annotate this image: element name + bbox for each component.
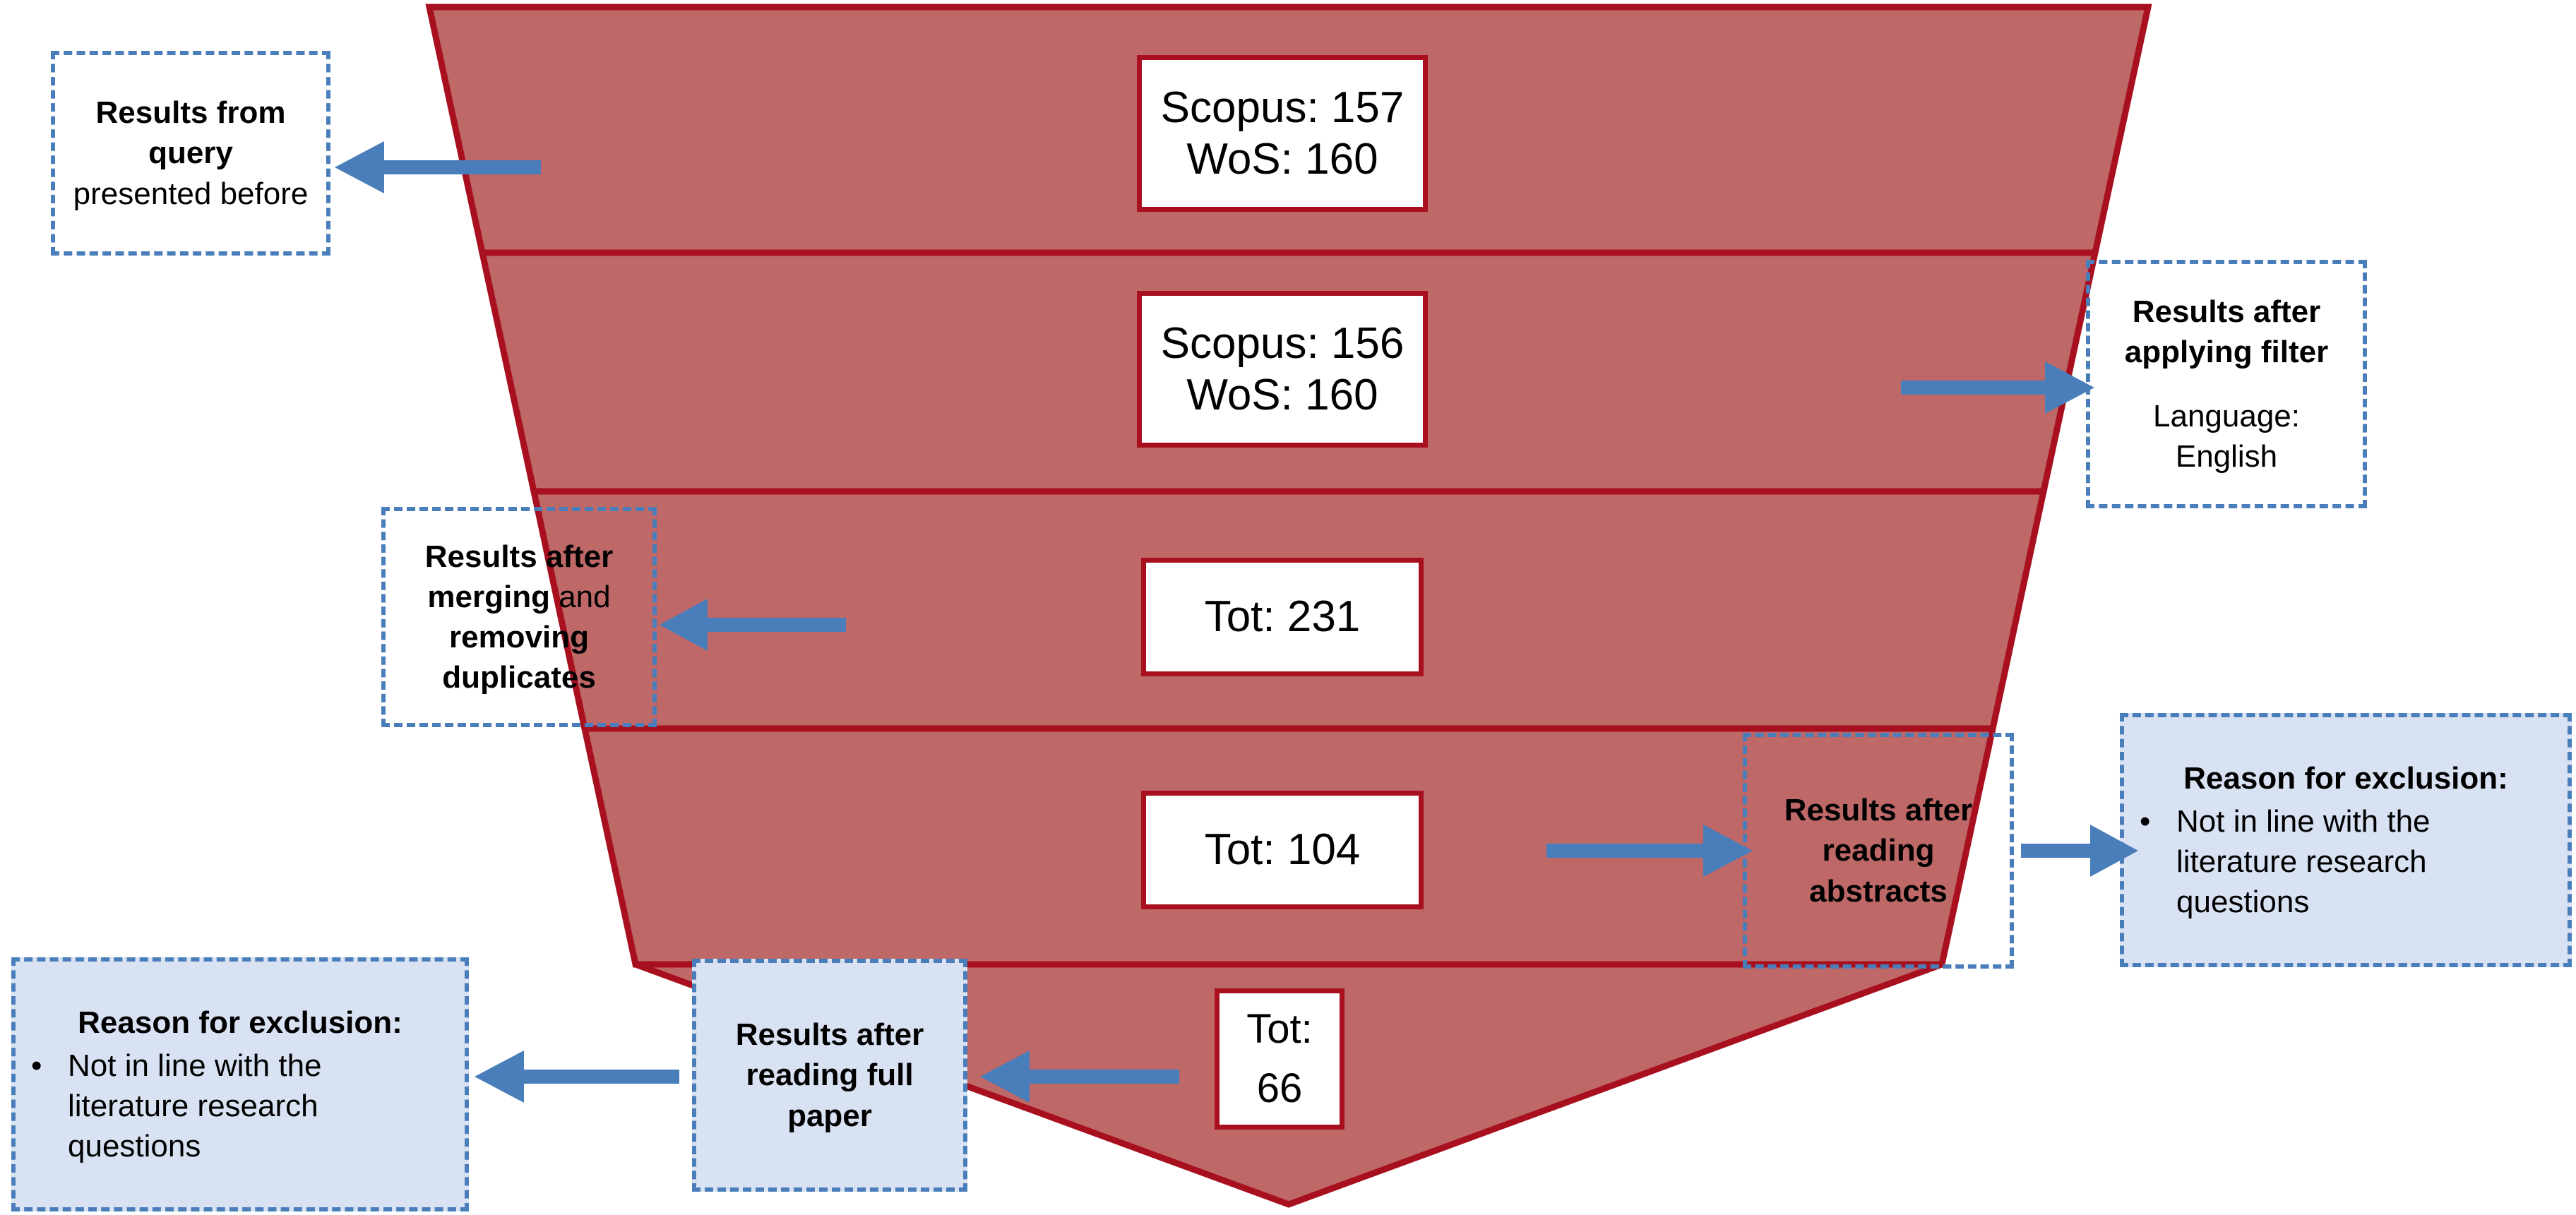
bullet-icon: • bbox=[2140, 803, 2151, 839]
funnel-count-line: WoS: 160 bbox=[1186, 135, 1378, 184]
callout-title: Results after merging and removing dupli… bbox=[397, 537, 641, 698]
reason-title: Reason for exclusion: bbox=[78, 1005, 402, 1040]
funnel-count-line: WoS: 160 bbox=[1186, 371, 1378, 419]
funnel-count-line: Scopus: 156 bbox=[1160, 318, 1405, 368]
arrow-left-icon-to-merge-callout bbox=[660, 599, 846, 651]
funnel-count-box-level-1: Scopus: 157 WoS: 160 bbox=[1137, 55, 1428, 212]
reason-list-item: • Not in line with the literature resear… bbox=[31, 1046, 449, 1167]
reason-text: Not in line with the literature research… bbox=[68, 1048, 322, 1164]
arrow-right-icon-to-reason-right-callout bbox=[2021, 825, 2138, 877]
callout-title: Results after reading full paper bbox=[735, 1017, 924, 1133]
callout-results-from-query: Results from query presented before bbox=[51, 51, 330, 256]
arrow-left-icon-to-full-paper-callout bbox=[980, 1051, 1179, 1103]
callout-reason-for-exclusion-right: Reason for exclusion: • Not in line with… bbox=[2120, 713, 2572, 967]
callout-title-part-2: removing duplicates bbox=[442, 620, 596, 695]
funnel-count-line: Scopus: 157 bbox=[1160, 83, 1405, 132]
funnel-count-line: Tot: 104 bbox=[1204, 825, 1361, 875]
callout-detail: Language: English bbox=[2153, 399, 2300, 474]
arrow-left-icon-to-query-callout bbox=[335, 141, 541, 193]
funnel-count-box-level-5: Tot: 66 bbox=[1215, 988, 1344, 1130]
funnel-count-box-level-2: Scopus: 156 WoS: 160 bbox=[1137, 291, 1428, 448]
callout-title-conjunction: and bbox=[559, 579, 611, 614]
funnel-count-box-level-3: Tot: 231 bbox=[1141, 558, 1424, 676]
funnel-count-line: 66 bbox=[1256, 1065, 1303, 1111]
callout-results-after-filter: Results after applying filter Language: … bbox=[2086, 260, 2367, 508]
arrow-left-icon-to-reason-left-callout bbox=[475, 1051, 679, 1103]
callout-title: Results from query bbox=[95, 95, 286, 171]
callout-title: Results after applying filter bbox=[2124, 294, 2329, 369]
funnel-count-line: Tot: bbox=[1246, 1005, 1313, 1052]
callout-results-after-reading-abstracts: Results after reading abstracts bbox=[1743, 733, 2014, 969]
reason-title: Reason for exclusion: bbox=[2183, 760, 2508, 796]
funnel-count-box-level-4: Tot: 104 bbox=[1141, 791, 1424, 909]
callout-reason-for-exclusion-left: Reason for exclusion: • Not in line with… bbox=[11, 957, 469, 1211]
bullet-icon: • bbox=[31, 1048, 42, 1083]
callout-title: Results after reading abstracts bbox=[1784, 793, 1973, 909]
callout-title-part-1: Results after merging bbox=[424, 539, 614, 614]
callout-results-after-merging: Results after merging and removing dupli… bbox=[381, 507, 657, 727]
callout-results-after-reading-full-paper: Results after reading full paper bbox=[692, 959, 967, 1192]
reason-list-item: • Not in line with the literature resear… bbox=[2140, 801, 2552, 923]
arrow-right-icon-to-abstracts-callout bbox=[1546, 825, 1753, 877]
callout-detail: presented before bbox=[73, 176, 309, 211]
funnel-count-line: Tot: 231 bbox=[1204, 592, 1361, 642]
reason-text: Not in line with the literature research… bbox=[2176, 803, 2431, 920]
arrow-right-icon-to-filter-callout bbox=[1901, 361, 2094, 414]
